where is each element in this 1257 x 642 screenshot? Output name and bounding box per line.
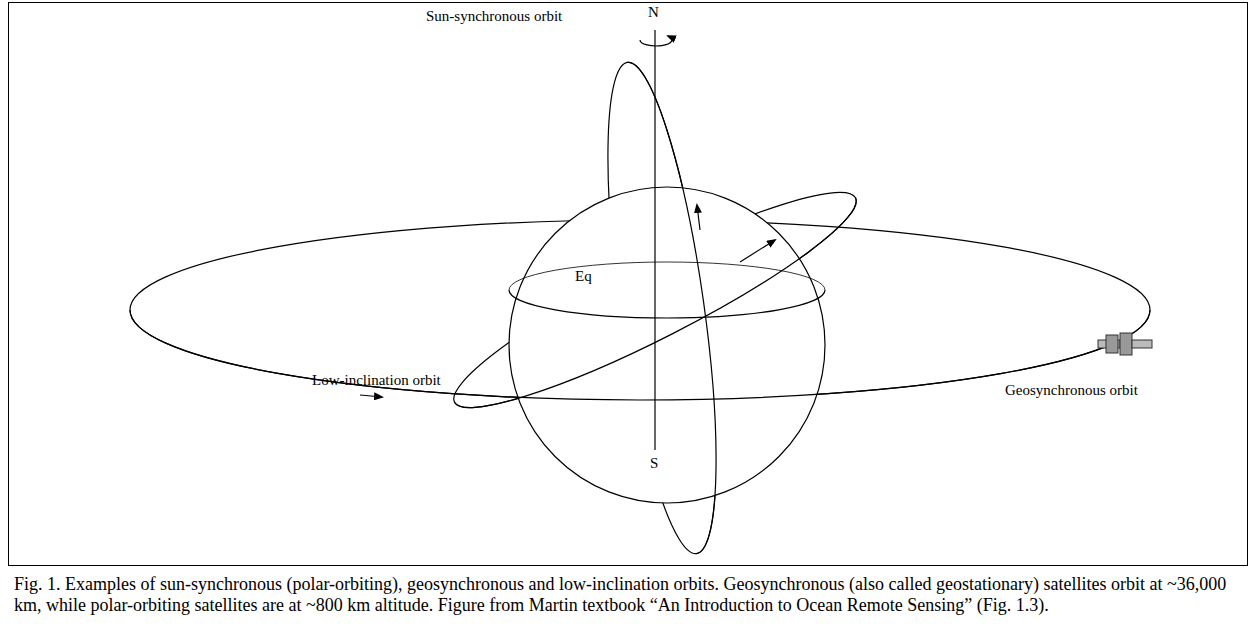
orbit-label: Low-inclination orbit bbox=[312, 372, 441, 389]
pole-label: N bbox=[648, 4, 659, 21]
orbit-label: Geosynchronous orbit bbox=[1005, 382, 1138, 399]
figure-caption: Fig. 1. Examples of sun-synchronous (pol… bbox=[14, 574, 1242, 616]
pole-label: S bbox=[650, 455, 658, 472]
satellite-icon bbox=[1098, 333, 1152, 355]
equator-label: Eq bbox=[575, 268, 592, 285]
orbit-label: Sun-synchronous orbit bbox=[426, 8, 562, 25]
